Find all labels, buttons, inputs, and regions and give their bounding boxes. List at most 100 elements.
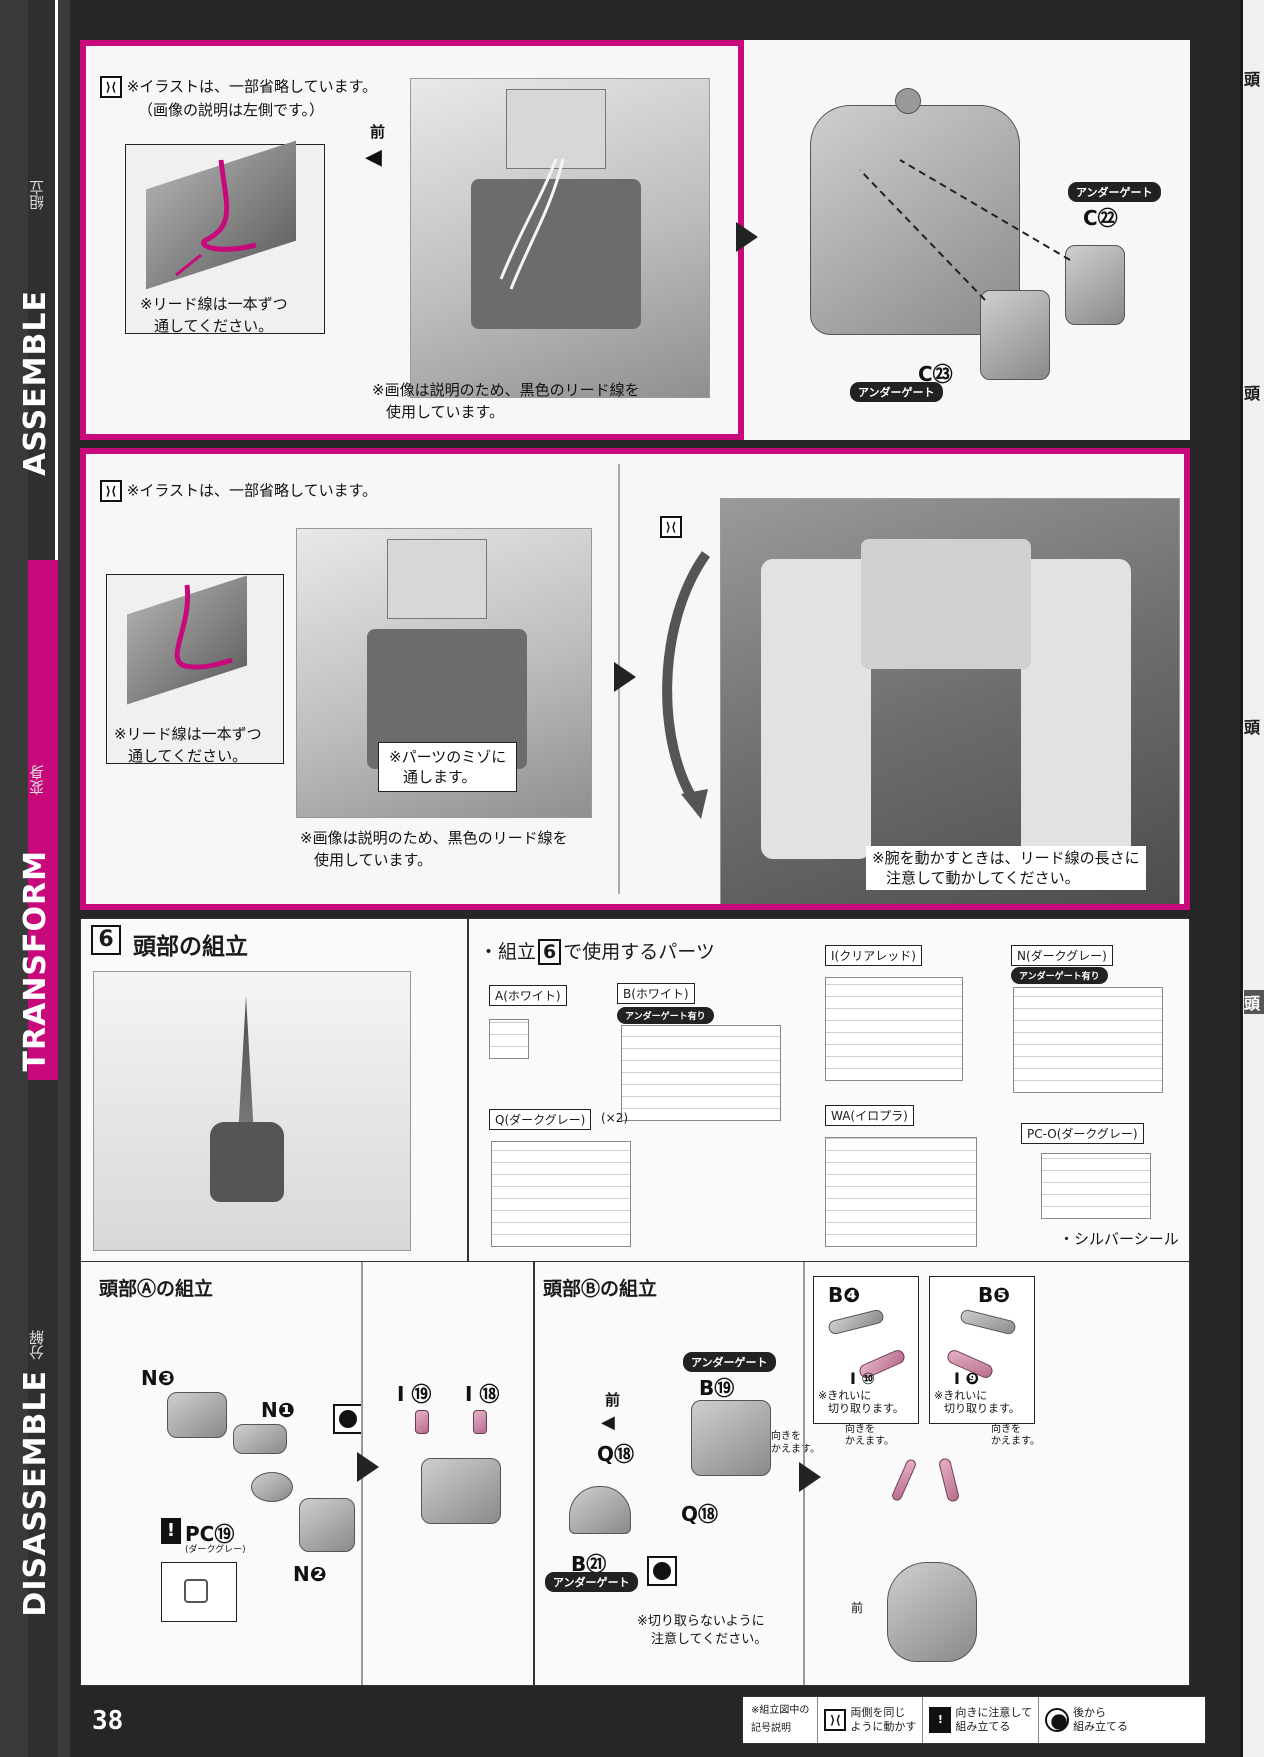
part-label-q18b: Q⑱ bbox=[681, 1502, 719, 1526]
lead-closeup-inset bbox=[125, 140, 325, 334]
pc19-detail-inset bbox=[161, 1562, 237, 1622]
runner-label-wa: WA(イロプラ) bbox=[825, 1105, 914, 1126]
part-c23-shape bbox=[980, 290, 1050, 380]
runner-wa bbox=[825, 1137, 977, 1247]
next-step-arrow bbox=[736, 222, 758, 252]
part-label-q18a: Q⑱ bbox=[597, 1442, 635, 1466]
turn-note-a: 向きをかえます。 bbox=[845, 1424, 894, 1447]
legend-title: ※組立図中の記号説明 bbox=[751, 1705, 810, 1734]
panel-lead-routing-2: ⟩⟨ ※イラストは、一部省略しています。 ※リード線は一本ずつ 通してください。… bbox=[80, 448, 1190, 910]
part-i9-shape bbox=[937, 1457, 961, 1503]
next-page-label-4: 頭 bbox=[1244, 990, 1264, 1014]
part-i10-shape bbox=[890, 1457, 918, 1503]
sidebar-sub-transform: 変身 bbox=[28, 765, 46, 795]
next-page-edge bbox=[1240, 0, 1264, 1757]
runner-label-q: Q(ダークグレー) bbox=[489, 1109, 592, 1130]
b4-detail-inset: B❹ I ⑩ ※きれいに切り取ります。 bbox=[813, 1276, 919, 1424]
b5-detail-inset: B❺ I ❾ ※きれいに切り取ります。 bbox=[929, 1276, 1035, 1424]
front-label-b: 前 bbox=[605, 1391, 621, 1409]
groove-note-box: ※パーツのミゾに 通します。 bbox=[378, 742, 518, 792]
part-n3-shape bbox=[167, 1392, 227, 1438]
part-pc19-color: (ダークグレー) bbox=[185, 1545, 246, 1555]
caution-icon: ! bbox=[161, 1518, 181, 1544]
part-label-pc19: PC⑲ bbox=[185, 1522, 235, 1546]
legend-back: 後から組み立てる bbox=[1038, 1697, 1134, 1743]
part-label-n1: N❶ bbox=[261, 1398, 295, 1422]
runner-q-count: (×2) bbox=[601, 1111, 629, 1125]
symbol-legend: ※組立図中の記号説明 ⟩⟨両側を同じように動かす !向きに注意して組み立てる 後… bbox=[742, 1696, 1206, 1744]
head-assembly-panel: 頭部Ⓐの組立 N❸ N❶ N❷ ! PC⑲ (ダークグレー) I ⑲ I ⑱ 頭… bbox=[80, 1262, 1190, 1686]
both-sides-icon: ⟩⟨ bbox=[824, 1709, 847, 1731]
part-label-i19: I ⑲ bbox=[397, 1382, 432, 1406]
legend-direction: !向きに注意して組み立てる bbox=[922, 1697, 1038, 1743]
head-b-title: 頭部Ⓑの組立 bbox=[543, 1278, 658, 1300]
legend-both-sides: ⟩⟨両側を同じように動かす bbox=[817, 1697, 922, 1743]
panel-lead-routing-1: ⟩⟨ ※イラストは、一部省略しています。 （画像の説明は左側です。） 前 ◀ ※… bbox=[80, 40, 1190, 440]
runner-i bbox=[825, 977, 963, 1081]
note-omitted: ⟩⟨ ※イラストは、一部省略しています。 bbox=[100, 76, 377, 98]
both-sides-icon: ⟩⟨ bbox=[660, 516, 682, 538]
note-left-side: （画像の説明は左側です。） bbox=[138, 101, 325, 119]
runner-b-gate-tag: アンダーゲート有り bbox=[617, 1007, 714, 1024]
runner-label-i: I(クリアレッド) bbox=[825, 945, 922, 966]
both-sides-icon: ⟩⟨ bbox=[100, 480, 122, 502]
part-label-n3: N❸ bbox=[141, 1366, 175, 1390]
part-i18-shape bbox=[473, 1410, 487, 1434]
no-cut-note-line1: ※切り取らないように bbox=[637, 1614, 765, 1629]
lead-note-line2: 通してください。 bbox=[154, 317, 274, 335]
under-gate-tag-c23: アンダーゲート bbox=[850, 382, 943, 402]
part-i19-shape bbox=[415, 1410, 429, 1434]
runner-pc bbox=[1041, 1153, 1151, 1219]
head-a-title: 頭部Ⓐの組立 bbox=[99, 1278, 214, 1300]
next-page-label-2: 頭 bbox=[1244, 384, 1261, 403]
part-label-b19: B⑲ bbox=[699, 1376, 735, 1400]
part-pc19-shape bbox=[251, 1472, 293, 1502]
runner-b bbox=[621, 1025, 781, 1121]
front-label-b2: 前 bbox=[851, 1601, 864, 1615]
part-b19-shape bbox=[691, 1400, 771, 1476]
part-n2-shape bbox=[299, 1498, 355, 1552]
rotate-arrow-icon bbox=[662, 551, 711, 819]
next-step-arrow-2 bbox=[614, 662, 636, 692]
under-gate-tag-b21: アンダーゲート bbox=[545, 1572, 638, 1592]
runner-label-n: N(ダークグレー) bbox=[1011, 945, 1113, 966]
silver-seal-note: ・シルバーシール bbox=[1059, 1230, 1179, 1248]
lead-note-2-line2: 通してください。 bbox=[128, 747, 248, 765]
black-lead-note-line1: ※画像は説明のため、黒色のリード線を bbox=[372, 381, 640, 399]
sidebar-sub-assemble: 組立 bbox=[28, 180, 46, 210]
note-omitted-2: ⟩⟨ ※イラストは、一部省略しています。 bbox=[100, 480, 377, 502]
next-step-arrow-a bbox=[357, 1452, 379, 1482]
step-title: 頭部の組立 bbox=[133, 934, 248, 960]
sidebar-sub-disassemble: 分解 bbox=[28, 1330, 46, 1360]
front-label: 前 bbox=[370, 123, 386, 141]
lead-note-line1: ※リード線は一本ずつ bbox=[140, 295, 288, 313]
next-step-arrow-b bbox=[799, 1462, 821, 1492]
both-sides-icon: ⟩⟨ bbox=[100, 76, 122, 98]
runner-a bbox=[489, 1019, 529, 1059]
arm-note-box: ※腕を動かすときは、リード線の長さに 注意して動かしてください。 bbox=[866, 846, 1146, 890]
no-cut-note-line2: 注意してください。 bbox=[651, 1632, 768, 1647]
black-lead-note-line2: 使用しています。 bbox=[386, 403, 505, 421]
part-label-c22: C㉒ bbox=[1083, 206, 1118, 230]
part-n1-shape bbox=[233, 1424, 287, 1454]
turn-note: 向きをかえます。 bbox=[771, 1431, 820, 1455]
lead-closeup-inset-2 bbox=[106, 574, 284, 764]
sidebar-label-transform: TRANSFORM bbox=[18, 850, 53, 1072]
sidebar-label-assemble: ASSEMBLE bbox=[18, 290, 53, 476]
head-b-assembled bbox=[887, 1562, 977, 1662]
under-gate-tag-b19: アンダーゲート bbox=[683, 1352, 776, 1372]
lead-note-2-line1: ※リード線は一本ずつ bbox=[114, 725, 262, 743]
caution-icon: ! bbox=[929, 1707, 952, 1733]
runner-n-gate-tag: アンダーゲート有り bbox=[1011, 967, 1108, 984]
back-assembly-icon bbox=[333, 1404, 363, 1434]
runner-n bbox=[1013, 987, 1163, 1093]
page-number: 38 bbox=[92, 1706, 124, 1736]
front-arrow-icon: ◀ bbox=[601, 1412, 615, 1433]
sidebar-stripe-disassemble bbox=[28, 1080, 58, 1757]
part-c22-shape bbox=[1065, 245, 1125, 325]
runner-label-pc: PC-O(ダークグレー) bbox=[1021, 1123, 1144, 1144]
part-b21-shape bbox=[569, 1486, 631, 1534]
head-a-assembled bbox=[421, 1458, 501, 1524]
next-page-label-1: 頭 bbox=[1244, 70, 1261, 89]
